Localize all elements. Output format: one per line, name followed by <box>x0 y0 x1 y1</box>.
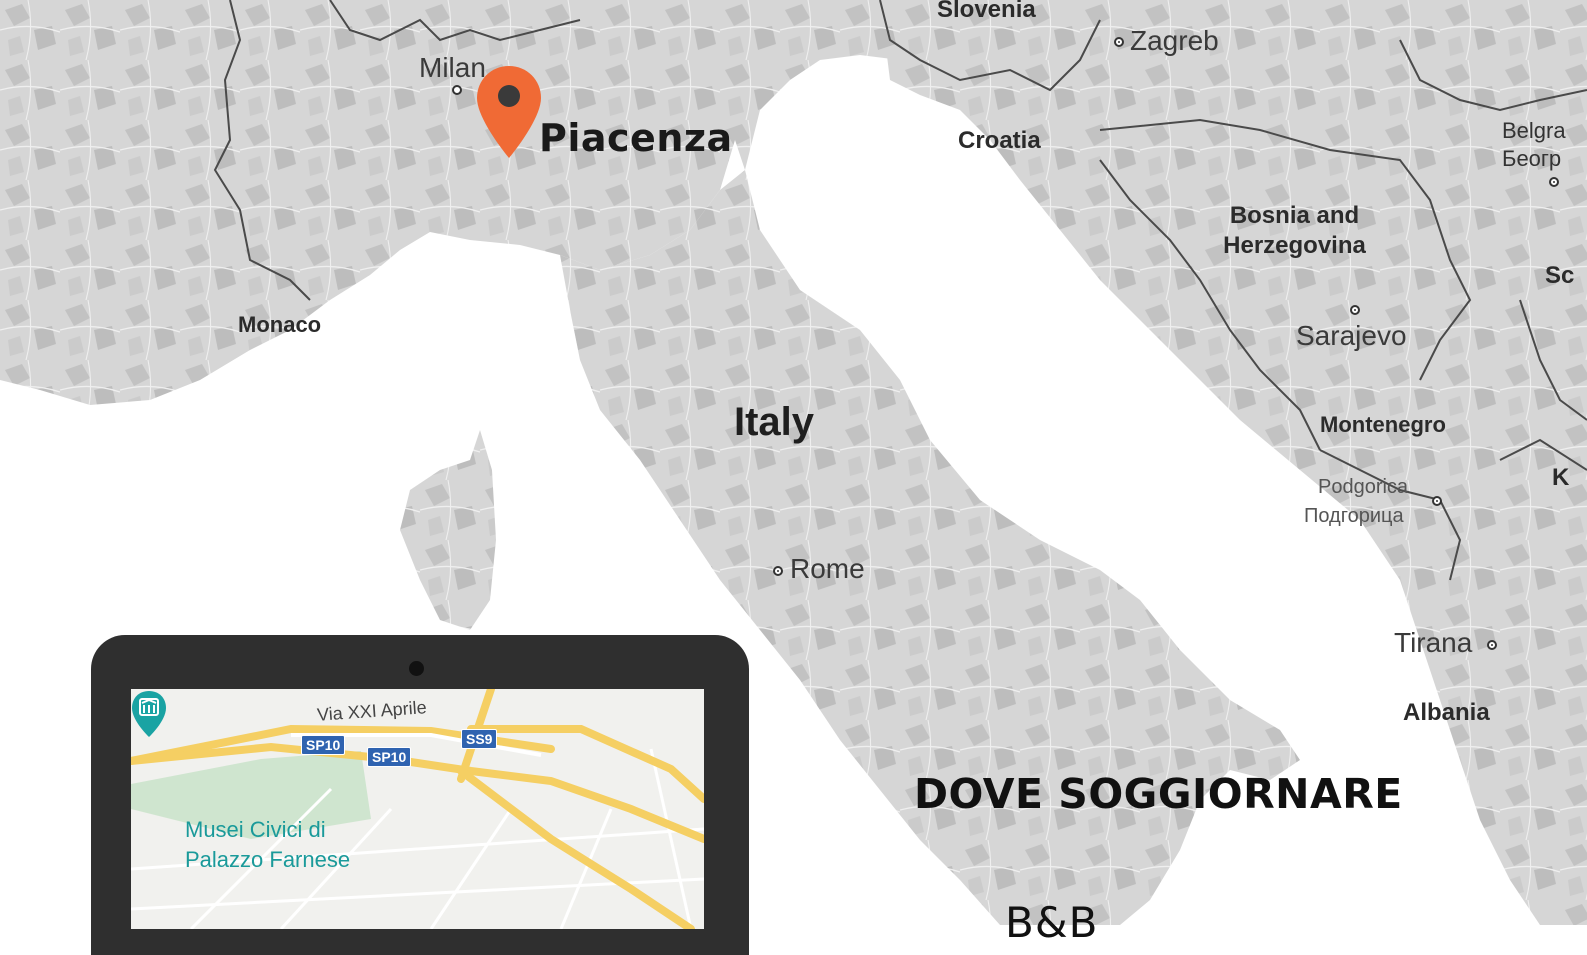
poi-label-line1: Musei Civici di <box>185 817 326 842</box>
label-montenegro: Montenegro <box>1320 412 1446 437</box>
label-milan: Milan <box>419 52 486 83</box>
label-bosnia: Bosnia and Herzegovina <box>1223 202 1366 259</box>
land-northwest <box>0 0 760 405</box>
city-dot-rome <box>773 566 783 576</box>
label-italy: Italy <box>734 400 815 444</box>
label-belgrade-sr: Беогр <box>1502 146 1562 171</box>
land-balkans <box>880 0 1587 925</box>
road-shield-sp10-a: SP10 <box>301 735 346 755</box>
city-dot-podgorica <box>1432 496 1442 506</box>
map-pin-icon[interactable] <box>476 64 542 160</box>
museum-icon[interactable] <box>131 689 167 739</box>
label-podgorica-en: Podgorica <box>1318 476 1409 498</box>
road-shield-ss9: SS9 <box>461 729 498 749</box>
section-subtitle: B&B <box>1005 898 1099 947</box>
embedded-map-streets <box>131 689 704 929</box>
label-belgrade-en: Belgra <box>1502 118 1566 143</box>
label-sarajevo: Sarajevo <box>1296 320 1407 351</box>
label-monaco: Monaco <box>238 312 322 337</box>
label-tirana: Tirana <box>1394 627 1473 658</box>
label-zagreb: Zagreb <box>1130 25 1219 56</box>
city-dot-sarajevo <box>1350 305 1360 315</box>
section-title: DOVE SOGGIORNARE <box>914 770 1403 818</box>
marker-label: Piacenza <box>539 116 733 160</box>
road-shield-sp10-b: SP10 <box>367 747 412 767</box>
city-dot-belgrade <box>1549 177 1559 187</box>
label-serbia-edge: Sc <box>1545 262 1575 289</box>
tablet-frame: Via XXI Aprile SP10 SP10 SS9 Musei Civic… <box>91 635 749 955</box>
tablet-camera <box>409 661 424 676</box>
land-italy <box>560 170 1300 925</box>
label-slovenia: Slovenia <box>937 0 1036 23</box>
label-rome: Rome <box>790 553 865 584</box>
city-dot-tirana <box>1487 640 1497 650</box>
label-croatia: Croatia <box>958 127 1041 154</box>
city-dot-milan <box>452 85 462 95</box>
poi-label-line2: Palazzo Farnese <box>185 847 351 872</box>
city-dot-zagreb <box>1114 37 1124 47</box>
label-kosovo-edge: K <box>1552 464 1570 491</box>
land-north <box>735 0 900 170</box>
label-albania: Albania <box>1403 699 1490 726</box>
land-corsica <box>400 430 496 630</box>
embedded-map[interactable]: Via XXI Aprile SP10 SP10 SS9 Musei Civic… <box>131 689 704 929</box>
label-podgorica-sr: Подгорица <box>1304 505 1404 527</box>
